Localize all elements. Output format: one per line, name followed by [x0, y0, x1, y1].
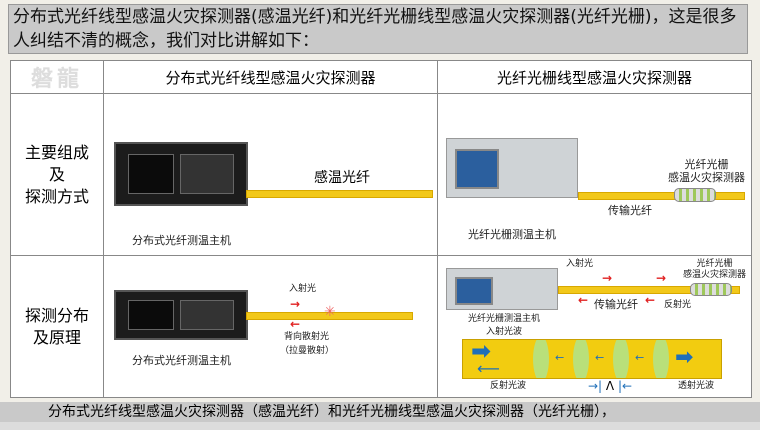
- cell-grating-principle: 入射光 → → 光纤光栅 感温火灾探测器 ← ← 传输光纤 反射光 光纤光栅测温…: [437, 255, 752, 398]
- arrow-left-icon: ←: [578, 293, 589, 307]
- logo: 磐龍: [10, 60, 104, 94]
- arrow-right-icon: ➡: [675, 345, 694, 370]
- arrow-left-icon: ←: [290, 317, 301, 331]
- detector-label-line: 感温火灾探测器: [668, 171, 745, 184]
- dts-host-device: [114, 142, 248, 206]
- fbg-detector: [690, 283, 732, 296]
- incident-light-label: 入射光: [566, 259, 594, 269]
- arrow-right-icon: ➡: [471, 339, 492, 365]
- page-title: 分布式光纤线型感温火灾探测器(感温光纤)和光纤光栅线型感温火灾探测器(光纤光栅)…: [8, 4, 748, 54]
- label-line: 探测分布: [24, 305, 89, 325]
- raman-label: （拉曼散射）: [280, 346, 335, 356]
- arrow-left-icon: ←: [635, 351, 645, 364]
- grating-ring: [653, 340, 669, 378]
- fiber-label: 传输光纤: [594, 298, 638, 311]
- fbg-host-device: [446, 268, 558, 310]
- host-caption: 光纤光栅测温主机: [468, 228, 556, 241]
- detector-label-line: 光纤光栅: [684, 158, 729, 171]
- reflected-light-label: 反射光: [664, 300, 692, 310]
- arrow-right-icon: →: [602, 271, 613, 285]
- fiber-label: 感温光纤: [314, 170, 370, 186]
- scatter-icon: ✳: [324, 304, 336, 320]
- row-label-composition: 主要组成 及 探测方式: [10, 93, 104, 256]
- arrow-left-icon: ⟵: [477, 359, 500, 378]
- sensing-fiber: [246, 312, 413, 320]
- host-caption: 分布式光纤测温主机: [132, 234, 231, 247]
- host-caption: 分布式光纤测温主机: [132, 354, 231, 367]
- incident-wave-label: 入射光波: [486, 327, 523, 337]
- column-header-grating: 光纤光栅线型感温火灾探测器: [437, 60, 752, 94]
- grating-ring: [573, 340, 589, 378]
- dts-host-device: [114, 290, 248, 340]
- detector-label: 光纤光栅 感温火灾探测器: [668, 158, 745, 184]
- label-line: 及原理: [32, 327, 81, 347]
- reflected-wave-label: 反射光波: [490, 381, 527, 391]
- arrow-right-icon: →: [656, 271, 667, 285]
- label-line: 主要组成: [24, 142, 89, 162]
- fbg-detector: [674, 188, 716, 202]
- transmission-fiber: [558, 286, 740, 294]
- detector-label: 光纤光栅 感温火灾探测器: [683, 259, 746, 281]
- column-header-distributed: 分布式光纤线型感温火灾探测器: [103, 60, 438, 94]
- label-line: 探测方式: [24, 186, 89, 206]
- fiber-label: 传输光纤: [608, 204, 652, 217]
- backscatter-label: 背向散射光: [284, 332, 330, 342]
- bottom-strip: [0, 422, 760, 430]
- host-caption: 光纤光栅测温主机: [468, 314, 541, 324]
- lambda-label: Λ: [605, 379, 615, 393]
- transmission-fiber: [578, 192, 745, 200]
- sensing-fiber: [246, 190, 433, 198]
- arrow-left-icon: ←: [555, 351, 565, 364]
- cell-grating-composition: 光纤光栅 感温火灾探测器 传输光纤 光纤光栅测温主机: [437, 93, 752, 256]
- period-marker: →| Λ |←: [588, 379, 633, 393]
- comparison-table: 磐龍 分布式光纤线型感温火灾探测器 光纤光栅线型感温火灾探测器 主要组成 及 探…: [10, 60, 752, 398]
- arrow-left-icon: ←: [645, 293, 656, 307]
- arrow-right-icon: →: [290, 297, 301, 311]
- fbg-host-device: [446, 138, 578, 198]
- detector-label-line: 感温火灾探测器: [683, 270, 747, 280]
- transmitted-wave-label: 透射光波: [678, 381, 715, 391]
- incident-light-label: 入射光: [289, 284, 317, 294]
- grating-diagram: ➡ ⟵ ← ← ← ➡: [462, 339, 722, 379]
- row-label-principle: 探测分布 及原理: [10, 255, 104, 398]
- detector-label-line: 光纤光栅: [696, 259, 733, 269]
- grating-ring: [533, 340, 549, 378]
- grating-ring: [613, 340, 629, 378]
- cell-distributed-principle: 入射光 → ✳ ← 背向散射光 （拉曼散射） 分布式光纤测温主机: [103, 255, 438, 398]
- arrow-left-icon: ←: [595, 351, 605, 364]
- label-line: 及: [48, 164, 65, 184]
- bottom-caption: 分布式光纤线型感温火灾探测器（感温光纤）和光纤光栅线型感温火灾探测器（光纤光栅）…: [0, 402, 760, 422]
- cell-distributed-composition: 感温光纤 分布式光纤测温主机: [103, 93, 438, 256]
